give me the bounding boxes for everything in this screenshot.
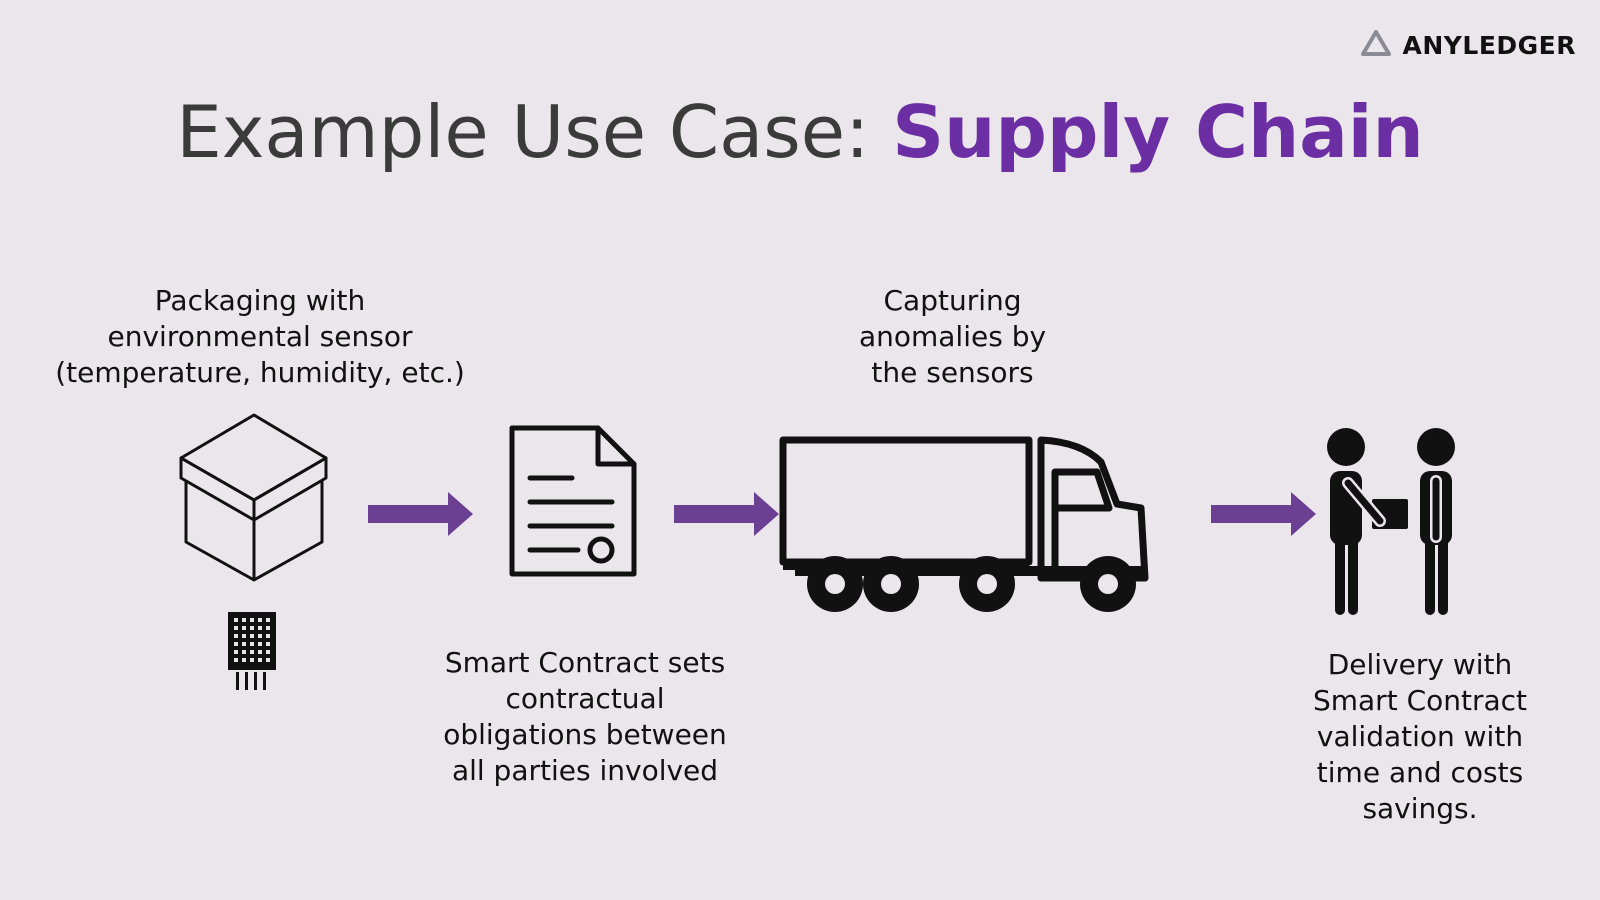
truck-icon [775, 432, 1155, 626]
handover-people-icon [1320, 425, 1470, 623]
capture-caption: Capturing anomalies by the sensors [858, 284, 1047, 389]
box-icon [178, 412, 330, 588]
brand: ANYLEDGER [1360, 30, 1576, 60]
title-highlight: Supply Chain [892, 90, 1424, 174]
right-arrow-icon [674, 490, 780, 542]
brand-name: ANYLEDGER [1402, 30, 1576, 60]
sensor-chip-icon [228, 612, 276, 696]
contract-document-icon [508, 424, 638, 582]
right-arrow-icon [368, 490, 474, 542]
right-arrow-icon [1211, 490, 1317, 542]
delivery-caption: Delivery with Smart Contract validation … [1312, 648, 1528, 825]
page-title: Example Use Case: Supply Chain [0, 96, 1600, 168]
packaging-caption: Packaging with environmental sensor (tem… [55, 284, 465, 389]
triangle-logo-icon [1360, 30, 1391, 60]
title-plain: Example Use Case: [176, 90, 893, 174]
contract-caption: Smart Contract sets contractual obligati… [443, 646, 727, 787]
